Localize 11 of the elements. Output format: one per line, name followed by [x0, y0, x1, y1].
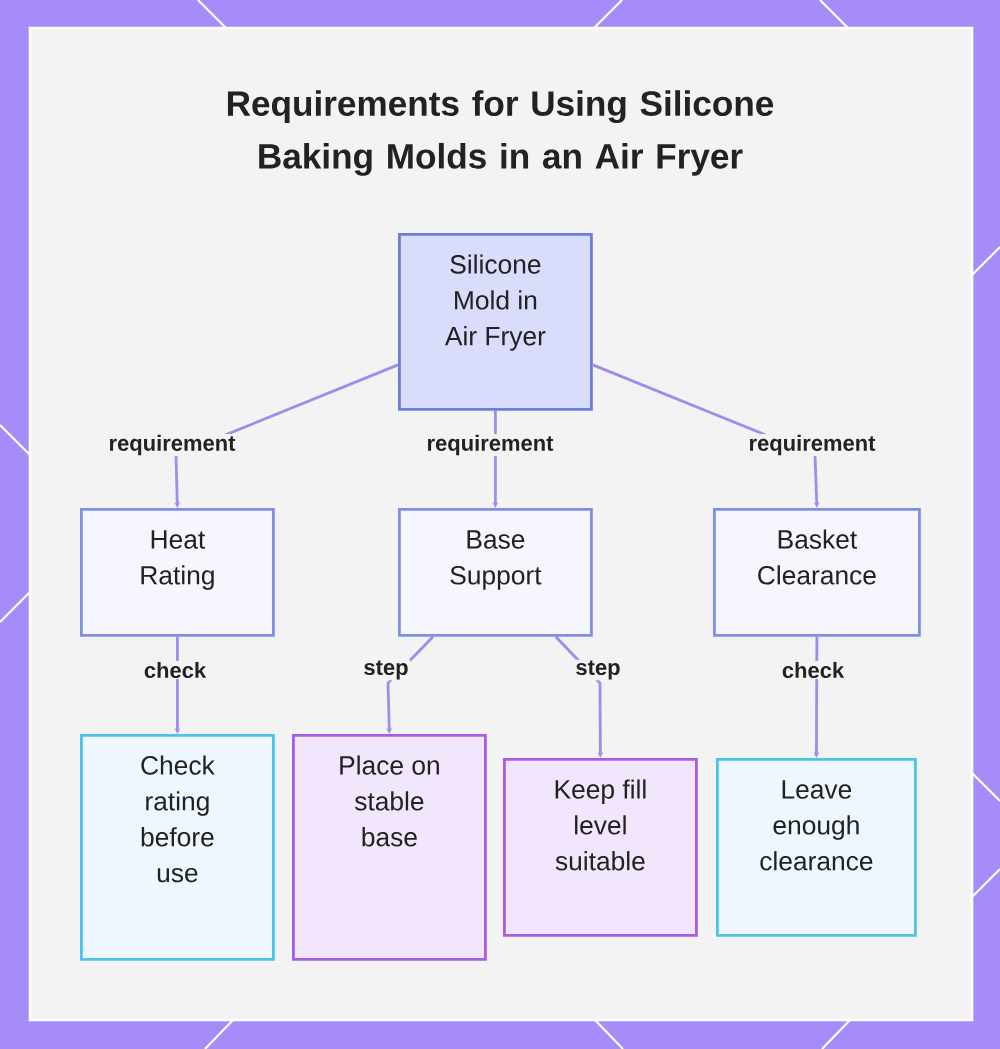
action-box: Keep fill level suitable: [503, 758, 698, 937]
category-box: Heat Rating: [80, 508, 275, 637]
category-box: Basket Clearance: [713, 508, 921, 637]
title: Requirements for Using Silicone Baking Molds in an Air Fryer: [227, 90, 774, 176]
root-box: Silicone Mold in Air Fryer: [398, 233, 593, 411]
action-box: Place on stable base: [292, 734, 487, 961]
edge-label: check: [142, 661, 208, 679]
edge-label: check: [780, 661, 846, 679]
action-box: Check rating before use: [80, 734, 275, 961]
category-box: Base Support: [398, 508, 593, 637]
action-box: Leave enough clearance: [716, 758, 917, 937]
